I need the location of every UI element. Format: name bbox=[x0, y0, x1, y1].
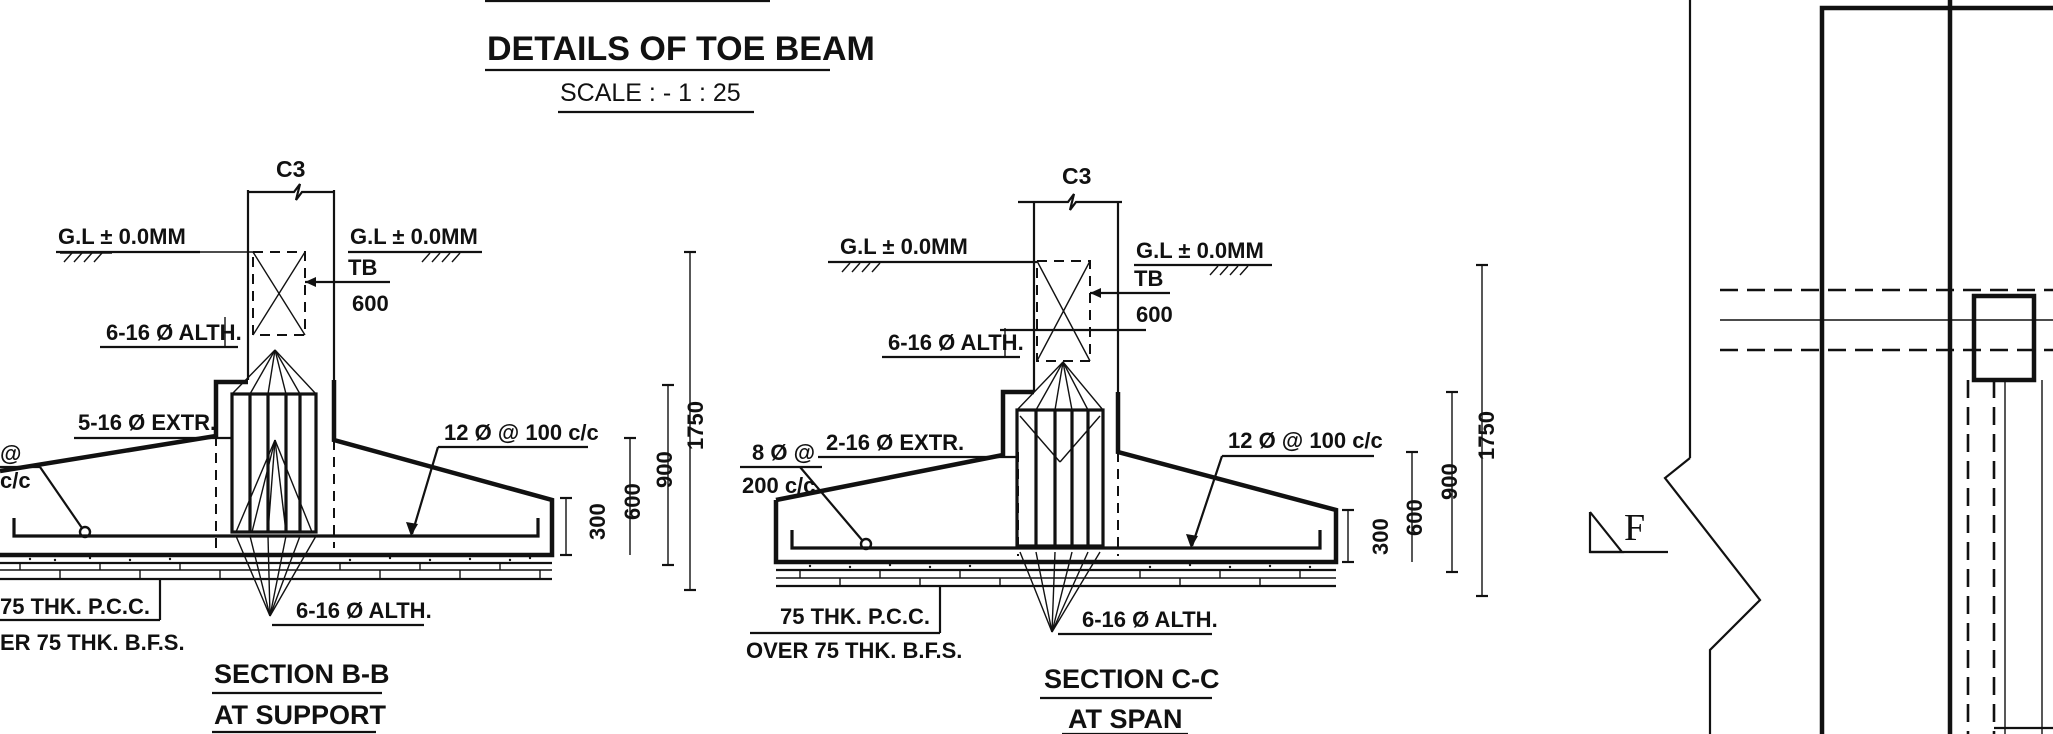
dim-1750: 1750 bbox=[1474, 411, 1499, 460]
section-c-subtitle: AT SPAN bbox=[1068, 704, 1183, 734]
dim-900: 900 bbox=[1437, 463, 1462, 500]
section-b-title: SECTION B-B bbox=[214, 659, 390, 689]
dist-bars-label: 12 Ø @ 100 c/c bbox=[1228, 428, 1383, 453]
pcc-label: 75 THK. P.C.C. bbox=[780, 604, 930, 629]
gl-left: G.L ± 0.0MM bbox=[58, 224, 186, 249]
dim-1750: 1750 bbox=[683, 401, 708, 450]
dim-600: 600 bbox=[1402, 499, 1427, 536]
gl-right: G.L ± 0.0MM bbox=[1136, 238, 1264, 263]
stirrup-label-1: 8 Ø @ bbox=[752, 440, 815, 465]
gl-right: G.L ± 0.0MM bbox=[350, 224, 478, 249]
bars-top-label: 6-16 Ø ALTH. bbox=[106, 320, 242, 345]
column-label: C3 bbox=[1062, 163, 1091, 189]
section-b-b: C3 G.L ± 0.0MM G.L ± 0.0MM TB 600 6-16 Ø… bbox=[0, 156, 708, 734]
drawing-title: DETAILS OF TOE BEAM bbox=[487, 30, 875, 68]
section-b-subtitle: AT SUPPORT bbox=[214, 700, 387, 730]
bars-bottom-label: 6-16 Ø ALTH. bbox=[1082, 607, 1218, 632]
tb-label: TB bbox=[348, 255, 377, 280]
bars-bottom-label: 6-16 Ø ALTH. bbox=[296, 598, 432, 623]
tb-label: TB bbox=[1134, 266, 1163, 291]
tb-depth: 600 bbox=[1136, 302, 1173, 327]
tb-depth: 600 bbox=[352, 291, 389, 316]
bars-top-label: 6-16 Ø ALTH. bbox=[888, 330, 1024, 355]
dist-bars-label: 12 Ø @ 100 c/c bbox=[444, 420, 599, 445]
dim-600: 600 bbox=[620, 483, 645, 520]
bars-extra-label: 5-16 Ø EXTR. bbox=[78, 410, 216, 435]
section-marker-f: F bbox=[1624, 507, 1645, 549]
section-c-title: SECTION C-C bbox=[1044, 664, 1220, 694]
pcc-label: 75 THK. P.C.C. bbox=[0, 594, 150, 619]
column-label: C3 bbox=[276, 156, 305, 182]
bfs-label: ER 75 THK. B.F.S. bbox=[0, 630, 185, 655]
left-callout-2: c/c bbox=[0, 468, 31, 493]
bars-extra-label: 2-16 Ø EXTR. bbox=[826, 430, 964, 455]
left-callout-1: @ bbox=[0, 441, 21, 466]
dim-300: 300 bbox=[585, 503, 610, 540]
gl-left: G.L ± 0.0MM bbox=[840, 234, 968, 259]
bfs-label: OVER 75 THK. B.F.S. bbox=[746, 638, 962, 663]
section-c-c: C3 G.L ± 0.0MM G.L ± 0.0MM TB 600 6-16 Ø… bbox=[740, 163, 1499, 734]
plan-fragment: F bbox=[1588, 0, 2053, 734]
stirrup-label-2: 200 c/c bbox=[742, 473, 815, 498]
dim-300: 300 bbox=[1368, 518, 1393, 555]
dim-900: 900 bbox=[652, 451, 677, 488]
drawing-scale: SCALE : - 1 : 25 bbox=[560, 79, 741, 107]
